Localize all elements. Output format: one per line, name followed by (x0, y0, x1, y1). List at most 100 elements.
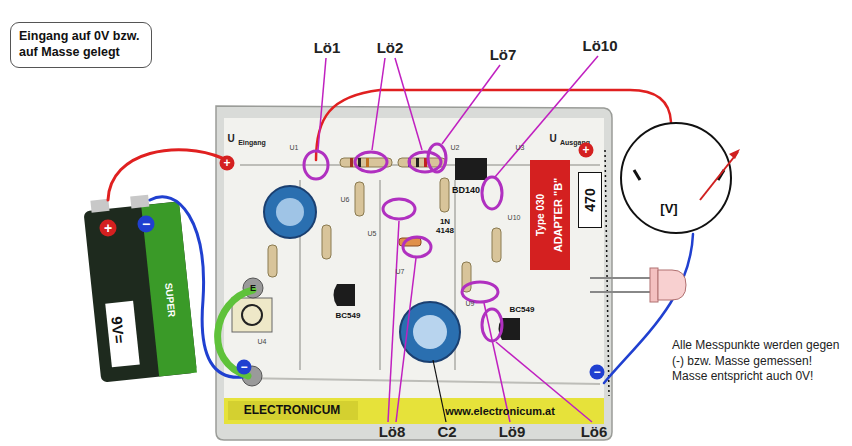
callout-label: Lö9 (499, 423, 526, 440)
resistor-value-box: 470 (578, 172, 602, 228)
battery-9v (83, 201, 196, 382)
resistor-symbol (416, 158, 419, 167)
callout-leader (442, 65, 500, 144)
solder-ring (304, 151, 328, 179)
part-number: U10 (508, 214, 521, 222)
transistor-symbol (334, 284, 356, 306)
resistor-symbol (268, 245, 277, 277)
callout-leader (318, 58, 326, 150)
terminal-label: Eingang (238, 139, 266, 147)
note-text: Eingang auf 0V bzw. auf Masse gelegt (19, 29, 143, 60)
callout-leader (388, 221, 399, 422)
part-number: U2 (451, 144, 460, 152)
voltmeter: [V] (621, 123, 731, 233)
part-type: BC549 (336, 311, 361, 320)
callout-leader (318, 56, 598, 422)
part-number: U1 (290, 144, 299, 152)
part-type: 1N (440, 217, 450, 226)
circuit-board (216, 106, 612, 440)
brand-url: www.electronicum.at (445, 405, 555, 418)
meter-face (621, 123, 731, 233)
board-title: Type 030 (535, 194, 547, 236)
solder-ring (304, 144, 502, 341)
circuit-board (228, 401, 358, 420)
part-type: BC549 (510, 305, 535, 314)
resistor-value: 470 (582, 188, 598, 211)
wire (108, 90, 693, 383)
battery-9v (90, 199, 109, 213)
capacitor-symbol (413, 315, 447, 349)
motor-symbol (242, 305, 262, 325)
terminal-label: E (250, 283, 256, 293)
circuit-board (224, 118, 604, 398)
board-title: ADAPTER "B" (552, 178, 565, 253)
motor-symbol (232, 298, 272, 332)
solder-ring (383, 199, 415, 219)
circuit-board (224, 398, 604, 424)
meter-face (729, 149, 740, 159)
resistor-symbol (492, 228, 501, 262)
resistor-symbol (350, 158, 353, 167)
resistor-symbol (440, 178, 449, 212)
note-box: Eingang auf 0V bzw. auf Masse gelegt (10, 22, 152, 68)
measurement-note: Alle Messpunkte werden gegen (-) bzw. Ma… (672, 338, 844, 385)
motor-symbol (232, 298, 272, 332)
led-symbol (590, 277, 656, 279)
part-type: 4148 (436, 226, 454, 235)
board-traces (240, 165, 600, 384)
meter-face (621, 123, 740, 233)
resistor-symbol (366, 158, 369, 167)
terminal-label: U (227, 133, 234, 145)
capacitor-symbol (276, 198, 304, 226)
wire (150, 197, 243, 378)
battery-9v (105, 301, 140, 368)
part-number: U4 (258, 338, 267, 346)
led-symbol (590, 268, 686, 302)
polarity-sign: + (579, 143, 594, 158)
wire (316, 90, 671, 160)
solder-ring (482, 309, 502, 341)
callout-label: Lö2 (377, 39, 404, 56)
solder-ring (462, 282, 498, 302)
resistor-symbol (322, 225, 331, 259)
polarity-sign: + (100, 220, 117, 237)
part-number: U9 (466, 300, 475, 308)
part-type: BD140 (452, 185, 480, 195)
brand-name: ELECTRONICUM (244, 404, 341, 418)
wire (108, 150, 222, 200)
resistor-symbol (358, 158, 361, 167)
meter-face (700, 152, 738, 200)
transistor-symbol (334, 158, 521, 340)
terminal-label: U (549, 133, 556, 145)
callout-leader (372, 58, 385, 150)
meter-face (634, 170, 640, 180)
callout-label: Lö1 (314, 39, 341, 56)
solder-ring (409, 152, 441, 172)
adapter-plate (530, 160, 570, 270)
led-symbol (658, 270, 686, 300)
callout-leader (395, 58, 422, 150)
capacitor-symbol (264, 186, 316, 238)
adapter-plate (530, 160, 570, 270)
battery-brand: SUPER (162, 282, 177, 317)
transistor-symbol (455, 158, 487, 180)
callout-label: Lö7 (490, 46, 517, 63)
callout-label: Lö6 (581, 423, 608, 440)
battery-voltage: 9V= (108, 316, 128, 345)
led-symbol (650, 268, 658, 302)
battery-9v (130, 195, 149, 209)
part-number: U6 (341, 196, 350, 204)
board-traces (245, 378, 600, 384)
wire (218, 290, 253, 376)
callout-label: Lö8 (379, 423, 406, 440)
led-symbol (590, 291, 656, 293)
solder-ring (355, 152, 387, 172)
part-number: U7 (396, 268, 405, 276)
part-number: U5 (368, 230, 377, 238)
part-number: U3 (516, 144, 525, 152)
solder-ring (428, 144, 446, 172)
battery-9v (82, 191, 196, 382)
polarity-sign: − (138, 216, 155, 233)
capacitor-symbol (264, 186, 460, 362)
